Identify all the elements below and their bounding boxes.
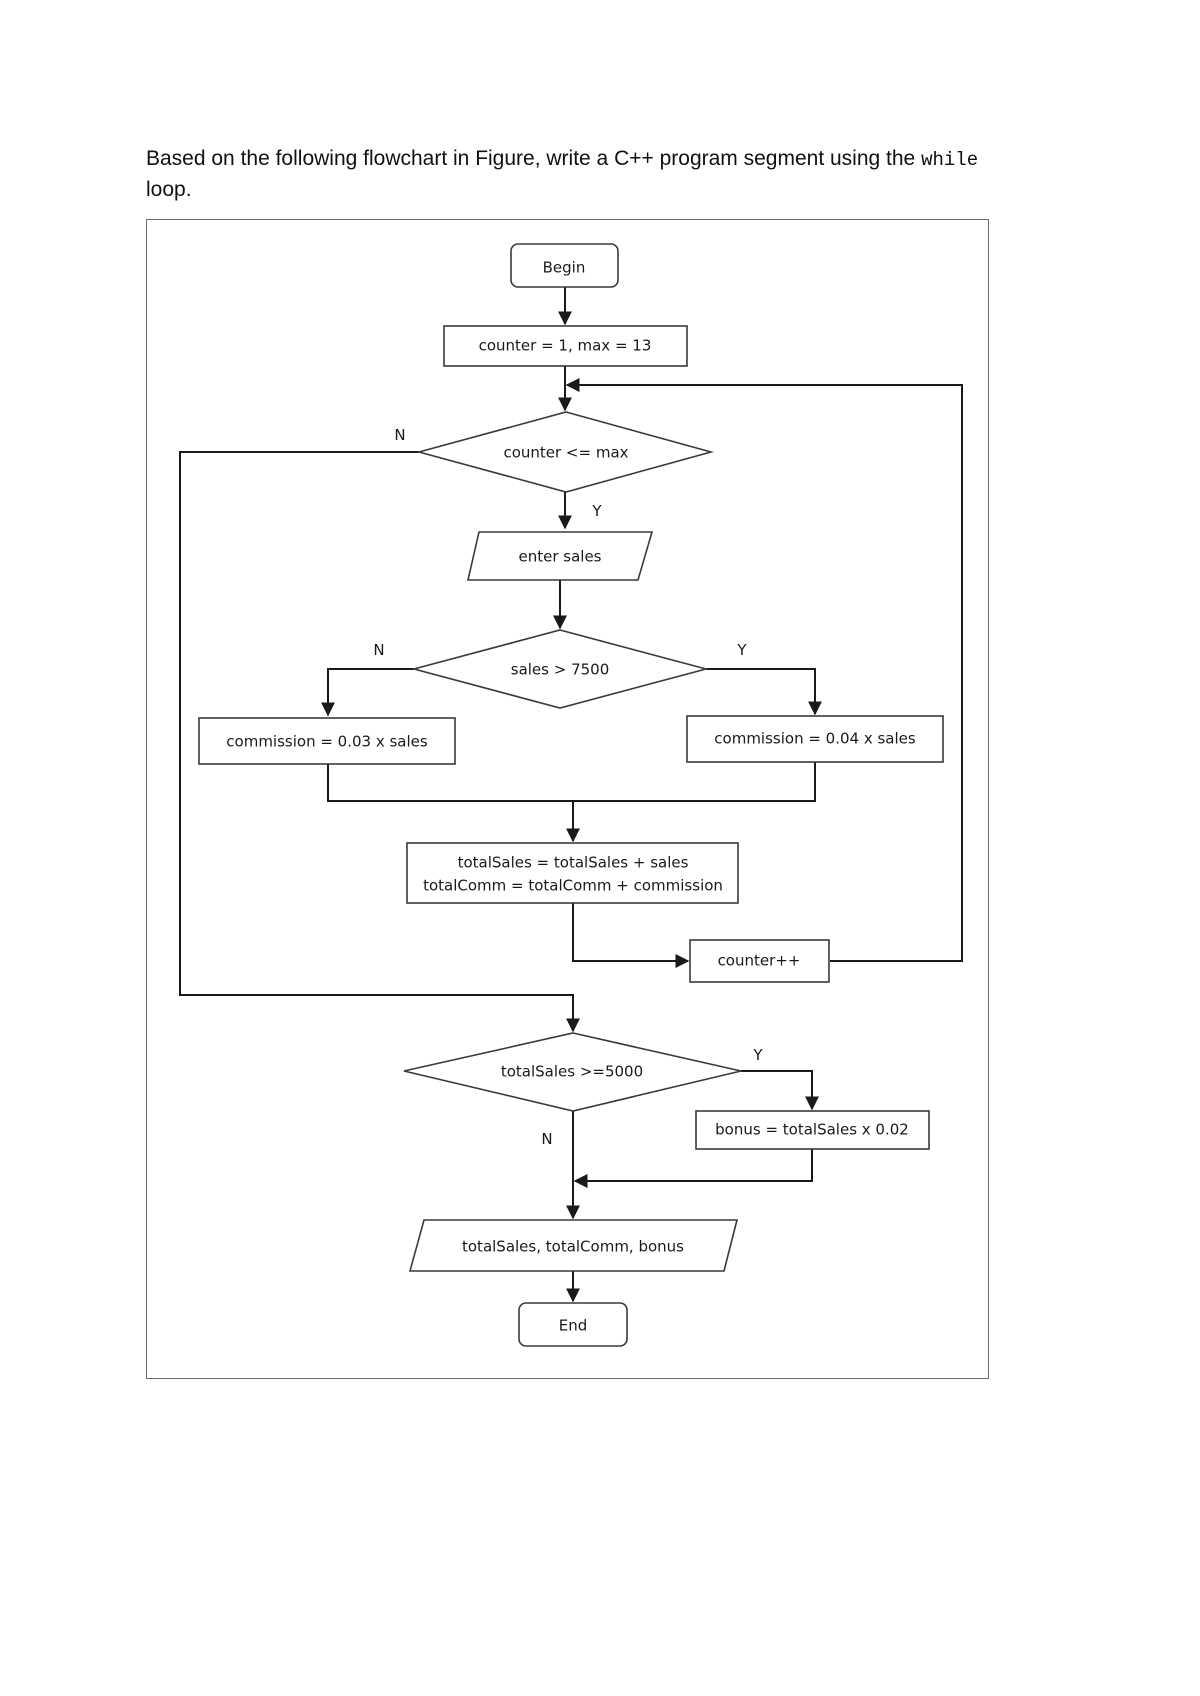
arrow-totals-to-increment [572, 903, 690, 968]
question-text: Based on the following flowchart in Figu… [146, 144, 1066, 204]
begin-label: Begin [543, 259, 586, 277]
totals-line2-label: totalComm = totalComm + commission [423, 877, 723, 895]
commission-high-process: commission = 0.04 x sales [686, 715, 944, 763]
output-io: totalSales, totalComm, bonus [408, 1219, 739, 1272]
input-sales: enter sales [466, 531, 654, 581]
init-process: counter = 1, max = 13 [443, 325, 688, 367]
end-label: End [559, 1317, 588, 1335]
loop-decision: counter <= max [415, 411, 715, 493]
init-label: counter = 1, max = 13 [479, 337, 652, 355]
sales-condition-label: sales > 7500 [511, 661, 610, 679]
bonus-condition-label: totalSales >=5000 [501, 1063, 643, 1081]
connector-merge [327, 762, 816, 802]
connectors [179, 287, 963, 1303]
increment-label: counter++ [718, 952, 801, 970]
bonus-process: bonus = totalSales x 0.02 [695, 1110, 930, 1150]
increment-process: counter++ [689, 939, 830, 983]
loop-no-label: N [394, 426, 405, 444]
arrow-sales-no [321, 668, 414, 717]
arrow-loop-no [179, 451, 580, 1033]
totals-process: totalSales = totalSales + sales totalCom… [406, 842, 739, 904]
sales-decision: sales > 7500 [410, 629, 710, 709]
commission-low-label: commission = 0.03 x sales [226, 733, 428, 751]
bonus-no-label: N [541, 1130, 552, 1148]
arrow-bonus-merge [573, 1149, 813, 1188]
arrow-sales-yes [706, 668, 822, 716]
sales-yes-label: Y [736, 641, 747, 659]
question-text-after: loop. [146, 178, 192, 201]
input-sales-label: enter sales [519, 548, 602, 566]
sales-no-label: N [373, 641, 384, 659]
loop-yes-label: Y [591, 502, 602, 520]
end-terminal: End [518, 1302, 628, 1347]
bonus-decision: totalSales >=5000 [403, 1032, 742, 1112]
question-text-before: Based on the following flowchart in Figu… [146, 147, 916, 170]
begin-terminal: Begin [510, 243, 619, 288]
commission-high-label: commission = 0.04 x sales [714, 730, 916, 748]
totals-line1-label: totalSales = totalSales + sales [458, 854, 689, 872]
arrow-bonus-yes [741, 1070, 819, 1111]
loop-condition-label: counter <= max [503, 444, 628, 462]
bonus-label: bonus = totalSales x 0.02 [715, 1121, 909, 1139]
output-label: totalSales, totalComm, bonus [462, 1238, 684, 1256]
flowchart-figure [146, 219, 989, 1379]
code-keyword: while [921, 149, 979, 171]
arrow-loop-back [565, 378, 963, 962]
bonus-yes-label: Y [752, 1046, 763, 1064]
commission-low-process: commission = 0.03 x sales [198, 717, 456, 765]
